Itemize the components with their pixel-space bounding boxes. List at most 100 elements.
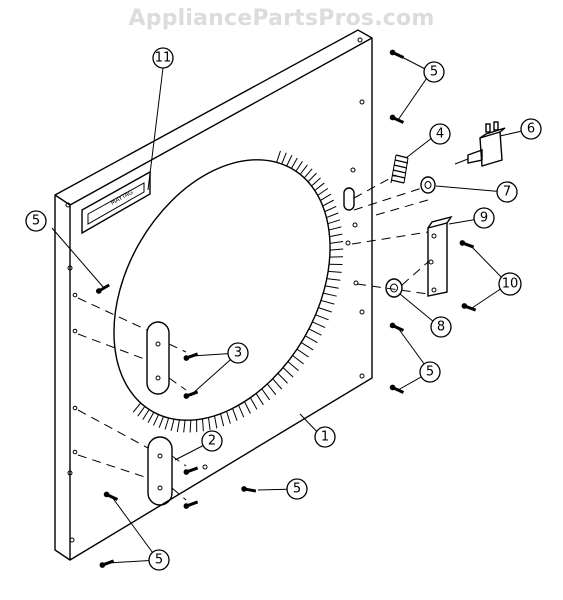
vent-tooth <box>176 419 180 432</box>
callout-label-5: 5 <box>426 365 434 380</box>
vent-tooth <box>324 205 337 213</box>
vent-tooth <box>311 177 321 187</box>
vent-tooth <box>322 199 334 207</box>
vent-tooth <box>317 187 329 196</box>
vent-tooth <box>158 416 164 428</box>
vent-tooth <box>164 417 170 430</box>
screw <box>241 486 257 493</box>
screw <box>459 240 475 249</box>
callout-11: 11 <box>152 47 174 69</box>
vent-tooth <box>295 160 303 172</box>
callout-label-7: 7 <box>503 185 511 200</box>
vent-tooth <box>276 150 281 163</box>
screw <box>389 49 405 59</box>
screw <box>461 303 477 312</box>
callout-5-bottom-left: 5 <box>148 549 170 571</box>
vent-tooth <box>281 152 287 165</box>
vent-tooth <box>238 404 245 418</box>
callout-label-5: 5 <box>32 214 40 229</box>
callout-label-6: 6 <box>527 122 535 137</box>
vent-tooth <box>325 285 339 289</box>
vent-tooth <box>299 164 308 175</box>
vent-tooth <box>261 388 271 401</box>
vent-tooth <box>329 248 344 251</box>
callout-4: 4 <box>429 123 451 145</box>
callout-label-11: 11 <box>155 51 172 66</box>
callout-8: 8 <box>430 316 452 338</box>
vent-tooth <box>277 372 288 384</box>
vent-tooth <box>189 420 192 433</box>
vent-tooth <box>142 409 150 420</box>
vent-tooth <box>282 367 294 378</box>
callout-1: 1 <box>314 426 336 448</box>
callout-label-9: 9 <box>480 211 488 226</box>
callout-3: 3 <box>227 342 249 364</box>
slot-upper <box>146 321 170 395</box>
callout-5-right: 5 <box>419 361 441 383</box>
vent-tooth <box>327 219 341 225</box>
callout-5-top-right: 5 <box>423 61 445 83</box>
screw <box>99 559 115 568</box>
screw <box>103 491 119 501</box>
vent-tooth <box>249 397 258 410</box>
switch-slot <box>343 187 355 211</box>
panel-part-1 <box>54 29 373 561</box>
callout-label-2: 2 <box>208 434 216 449</box>
vent-tooth <box>207 417 211 431</box>
screw <box>96 283 110 294</box>
callout-label-3: 3 <box>234 346 242 361</box>
vent-tooth <box>170 419 175 432</box>
vent-tooth <box>303 168 313 179</box>
vent-tooth <box>292 355 304 365</box>
panel-holes <box>65 37 365 543</box>
vent-tooth <box>266 383 277 395</box>
vent-tooth <box>147 411 155 423</box>
switch-part-6 <box>454 121 506 167</box>
callout-5-left: 5 <box>25 210 47 232</box>
vent-tooth <box>213 415 218 429</box>
vent-tooth <box>326 278 341 281</box>
vent-tooth <box>320 299 335 305</box>
vent-tooth <box>286 154 293 167</box>
vent-tooth <box>183 420 186 433</box>
vent-tooth <box>312 321 326 329</box>
screw <box>389 114 405 124</box>
blower-opening <box>113 150 344 433</box>
callout-label-1: 1 <box>321 430 329 445</box>
vent-tooth <box>244 401 251 414</box>
vent-tooth <box>255 393 264 406</box>
callout-label-5: 5 <box>155 553 163 568</box>
callout-5-bottom-middle: 5 <box>286 478 308 500</box>
assembly-lines-left <box>77 297 187 501</box>
callout-label-8: 8 <box>437 320 445 335</box>
watermark: AppliancePartsPros.com <box>128 6 435 31</box>
nut-part-8 <box>385 278 403 298</box>
callout-9: 9 <box>473 207 495 229</box>
vent-tooth <box>326 212 339 219</box>
screw <box>183 500 199 509</box>
vent-tooth <box>226 411 231 424</box>
callout-6: 6 <box>520 118 542 140</box>
vent-tooth <box>272 378 283 390</box>
callout-label-4: 4 <box>436 127 444 142</box>
vent-tooth <box>301 342 314 351</box>
callout-label-5: 5 <box>430 65 438 80</box>
assembly-lines-right <box>351 174 429 295</box>
vent-tooth <box>308 328 322 336</box>
vent-tooth <box>304 335 318 344</box>
screw <box>183 352 199 361</box>
vent-tooth <box>328 226 342 231</box>
vent-tooth <box>314 182 325 191</box>
screw <box>389 322 405 332</box>
vent-tooth <box>329 240 344 244</box>
vent-tooth <box>232 408 238 421</box>
vent-tooth <box>202 418 204 432</box>
screws <box>96 49 477 568</box>
bracket-part-9 <box>427 215 453 297</box>
callout-7: 7 <box>496 181 518 203</box>
vent-tooth <box>296 348 309 358</box>
vent-tooth <box>132 402 142 413</box>
vent-tooth <box>320 193 332 201</box>
spring-part-4 <box>390 154 409 184</box>
vent-tooth <box>307 172 317 183</box>
